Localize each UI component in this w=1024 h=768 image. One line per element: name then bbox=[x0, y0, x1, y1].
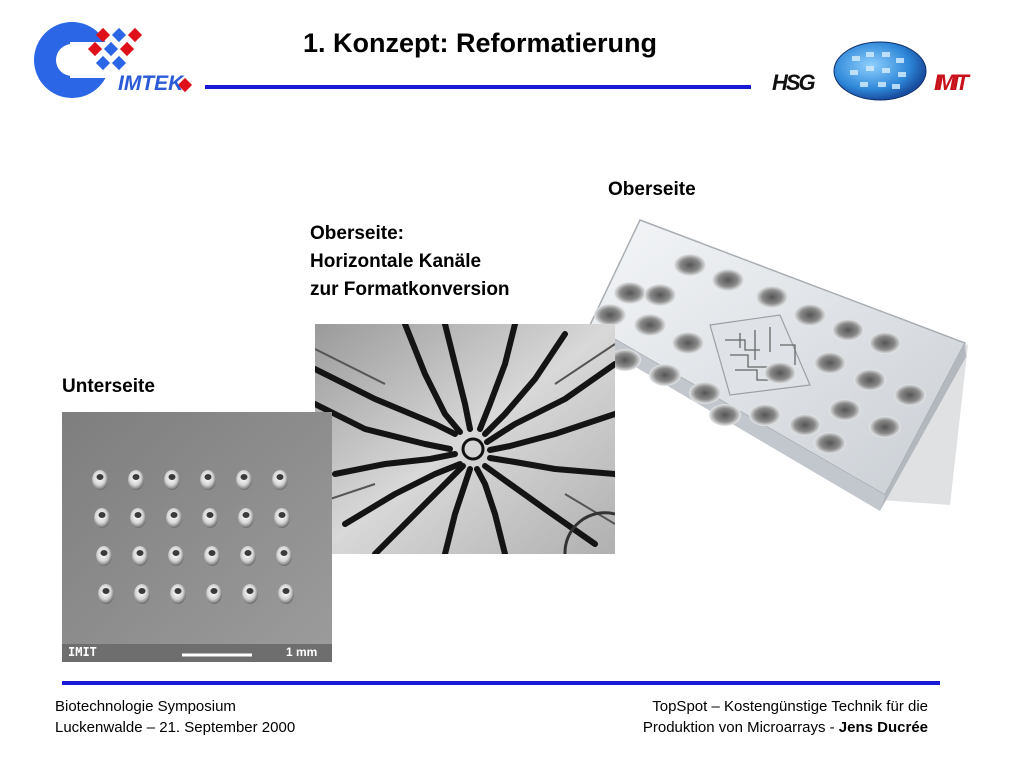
imit-logo: IMIT bbox=[934, 70, 969, 95]
title-underline bbox=[205, 85, 751, 89]
label-oberseite: Oberseite bbox=[608, 179, 696, 200]
footer-left: Biotechnologie Symposium Luckenwalde – 2… bbox=[55, 696, 295, 738]
slide-title: 1. Konzept: Reformatierung bbox=[302, 28, 658, 58]
wafer-image bbox=[830, 40, 930, 102]
sem-brand-label: IMIT bbox=[68, 645, 97, 659]
hsg-logo: HSG bbox=[772, 70, 816, 95]
footer-event: Biotechnologie Symposium bbox=[55, 698, 236, 715]
unterseite-sem-image: IMIT 1 mm bbox=[62, 412, 332, 662]
footer-location-date: Luckenwalde – 21. September 2000 bbox=[55, 719, 296, 736]
footer-topic: TopSpot – Kostengünstige Technik für die bbox=[652, 698, 928, 715]
footer-rule bbox=[62, 681, 940, 685]
sem-scale-label: 1 mm bbox=[286, 645, 318, 659]
imtek-wordmark: IMTEK bbox=[118, 72, 184, 95]
channels-sem-image bbox=[315, 324, 615, 554]
imtek-logo: IMTEK bbox=[30, 18, 205, 103]
footer-topic-line2: Produktion von Microarrays - Jens Ducrée bbox=[560, 717, 928, 738]
chip-top-photo bbox=[580, 215, 980, 550]
label-channels-line2: Horizontale Kanäle bbox=[310, 251, 482, 272]
label-channels-line1: Oberseite: bbox=[310, 223, 404, 244]
label-channels: Oberseite: Horizontale Kanäle zur Format… bbox=[310, 220, 510, 304]
footer-right: TopSpot – Kostengünstige Technik für die… bbox=[560, 696, 928, 738]
footer-topic-prefix: Produktion von Microarrays - bbox=[642, 719, 839, 736]
footer-author: Jens Ducrée bbox=[838, 719, 928, 736]
label-channels-line3: zur Formatkonversion bbox=[310, 279, 510, 300]
label-unterseite: Unterseite bbox=[62, 376, 155, 397]
